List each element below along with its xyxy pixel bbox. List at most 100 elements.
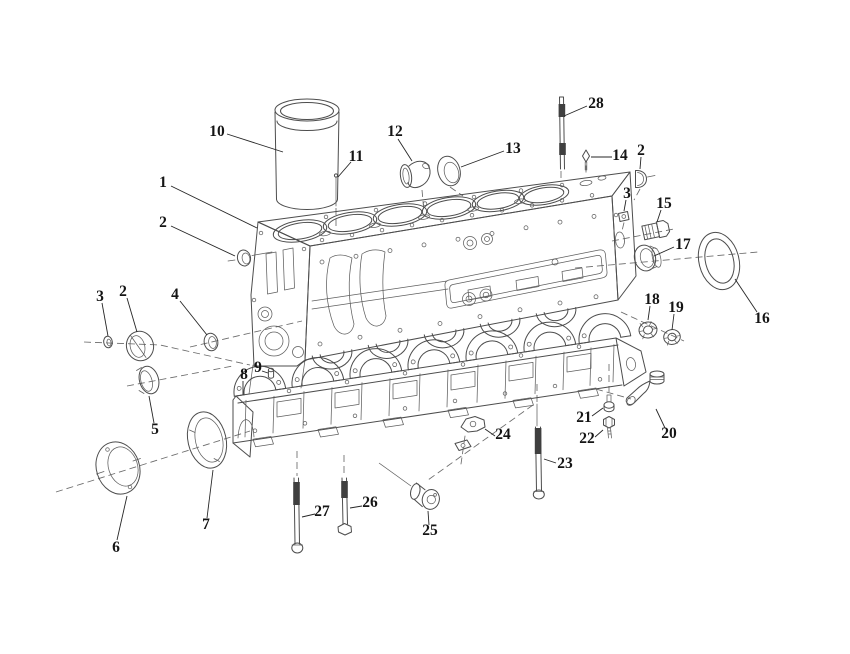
callout-label-20: 20 [661,425,677,442]
callout-label-3a: 3 [96,288,104,305]
callout-label-27: 27 [314,503,330,520]
cylinder-liner-part-10 [274,98,340,210]
nut-part-21 [603,394,615,413]
callout-label-6: 6 [112,539,120,556]
callout-label-2b: 2 [119,283,127,300]
bolt-part-22 [603,416,615,439]
callout-22: 22 [579,429,604,447]
screw-plug-part-15 [641,220,671,241]
flange-nut-part-18 [638,321,658,340]
callout-leader-9 [261,370,269,374]
callout-label-7: 7 [202,516,210,533]
callout-24: 24 [484,426,511,443]
callout-leader-11 [337,161,352,178]
callout-leader-2b [126,297,138,333]
callout-label-8: 8 [240,366,248,383]
dowel-pin-part-9 [267,367,275,379]
callout-label-26: 26 [362,494,378,511]
callout-label-19: 19 [668,299,684,316]
callout-2b: 2 [119,283,138,333]
callout-15: 15 [656,195,672,223]
cup-plug-part-4 [203,332,219,352]
callout-leader-6 [116,495,128,541]
callout-leader-21 [591,407,604,417]
callout-10: 10 [209,123,284,153]
callout-label-1: 1 [159,174,167,191]
callout-leader-26 [349,505,363,509]
callout-leader-20 [655,408,666,429]
callout-5: 5 [148,395,159,438]
cup-plug-part-2c [635,169,656,189]
callout-3b: 3 [623,185,631,212]
callout-label-28: 28 [588,95,604,112]
callout-2a: 2 [159,214,236,257]
callout-leader-18 [647,305,651,321]
seat-ring-part-13 [437,155,461,187]
callout-2c: 2 [637,142,645,170]
callout-3a: 3 [96,288,109,337]
callout-13: 13 [460,140,521,168]
bedplate-face-details [244,344,615,448]
callout-label-15: 15 [656,195,672,212]
callout-25: 25 [422,510,438,539]
callout-label-4: 4 [171,286,179,303]
cup-plug-part-17 [633,244,662,272]
callout-leader-16 [734,278,758,313]
callout-17: 17 [653,236,691,257]
callout-label-3b: 3 [623,185,631,202]
front-end-face-details [251,230,307,358]
callout-label-13: 13 [505,140,521,157]
callout-9: 9 [254,359,269,376]
callout-leader-1 [170,185,258,229]
callout-label-25: 25 [422,522,438,539]
callout-label-24: 24 [495,426,511,443]
nut-part-3b [618,211,630,222]
callout-28: 28 [563,95,604,117]
callout-18: 18 [644,291,660,321]
callout-20: 20 [655,408,677,442]
callout-leader-25 [427,510,430,526]
callout-label-9: 9 [254,359,262,376]
callout-leader-24 [484,428,496,437]
callout-leader-13 [460,150,505,168]
callout-leader-5 [148,395,155,424]
callout-leader-2c [639,156,642,170]
callout-label-17: 17 [675,236,691,253]
small-parts [95,96,741,554]
cup-plug-part-2b [125,330,155,362]
stud-part-14 [582,149,590,171]
callout-1: 1 [159,174,258,229]
callout-leader-7 [206,469,214,519]
callout-label-12: 12 [387,123,403,140]
bolt-part-26 [337,477,352,536]
flange-nut-part-19 [663,329,681,346]
bolt-part-27 [291,477,304,554]
callout-leader-3b [623,199,627,212]
callout-label-21: 21 [576,409,592,426]
seal-ring-part-16 [697,231,741,291]
callout-23: 23 [543,455,573,472]
callout-leader-22 [594,429,604,438]
clamp-part-24 [454,416,486,465]
callout-19: 19 [668,299,684,331]
cup-plug-part-2a [227,249,273,267]
callout-label-22: 22 [579,430,595,447]
callout-leader-27 [301,513,316,518]
callout-21: 21 [576,407,604,426]
callout-leader-2a [170,225,236,257]
callout-8: 8 [240,366,248,395]
callout-label-16: 16 [754,310,770,327]
side-face-details [311,212,625,347]
deck-bolt-holes [319,182,595,243]
cylinder-block-part-1 [248,171,637,395]
deck-water-holes [319,175,607,237]
camshaft-bushing-part-5 [136,365,160,395]
callout-7: 7 [202,469,214,533]
screw-plug-part-25 [410,482,440,510]
outlet-elbow-part-12 [399,160,431,189]
callout-27: 27 [301,503,330,520]
callout-leader-3a [101,302,109,337]
